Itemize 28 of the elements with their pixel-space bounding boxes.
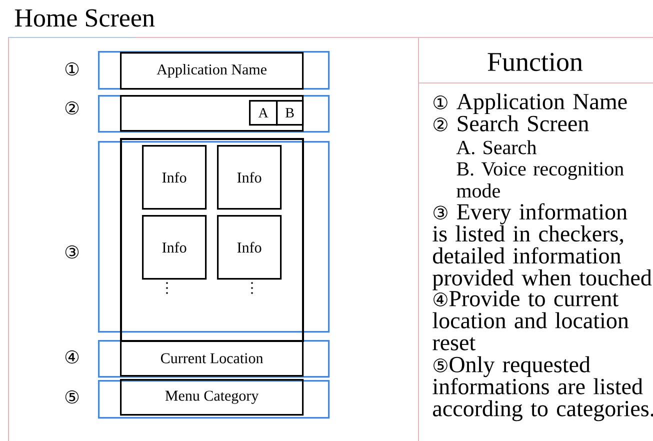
description-text: ④Provide to current location and location reset — [432, 290, 629, 350]
button: A — [249, 100, 278, 126]
callout-number: ② — [65, 101, 79, 115]
description-text: B. Voice recognition mode — [456, 162, 624, 198]
info-tile: Info — [142, 215, 207, 280]
info-tile: Info — [217, 215, 282, 280]
info-tile: Info — [142, 145, 207, 210]
callout-number: ① — [65, 62, 79, 76]
highlight-frame — [98, 95, 330, 133]
description-text: A. Search — [456, 140, 536, 154]
info-tile — [120, 95, 304, 132]
callout-number: ⑤ — [65, 390, 79, 404]
highlight-frame — [98, 141, 330, 333]
description-text: ③ Every information is listed in checkers, detailed information provided when touched — [432, 203, 652, 290]
callout-number: ③ — [65, 245, 79, 259]
description-text: ① Application Name — [434, 93, 627, 114]
info-tile: Application Name — [120, 52, 304, 90]
column-header: Function — [488, 52, 583, 72]
highlight-frame — [98, 380, 330, 419]
info-tile: Menu Category — [120, 379, 304, 416]
info-tile: Current Location — [120, 340, 304, 377]
highlight-frame — [98, 340, 330, 378]
info-tile: Info — [217, 145, 282, 210]
highlight-frame — [98, 51, 330, 90]
description-text: ② Search Screen — [434, 115, 589, 132]
button: B — [276, 100, 304, 126]
title: Home Screen — [14, 9, 155, 27]
callout-number: ④ — [65, 350, 79, 364]
